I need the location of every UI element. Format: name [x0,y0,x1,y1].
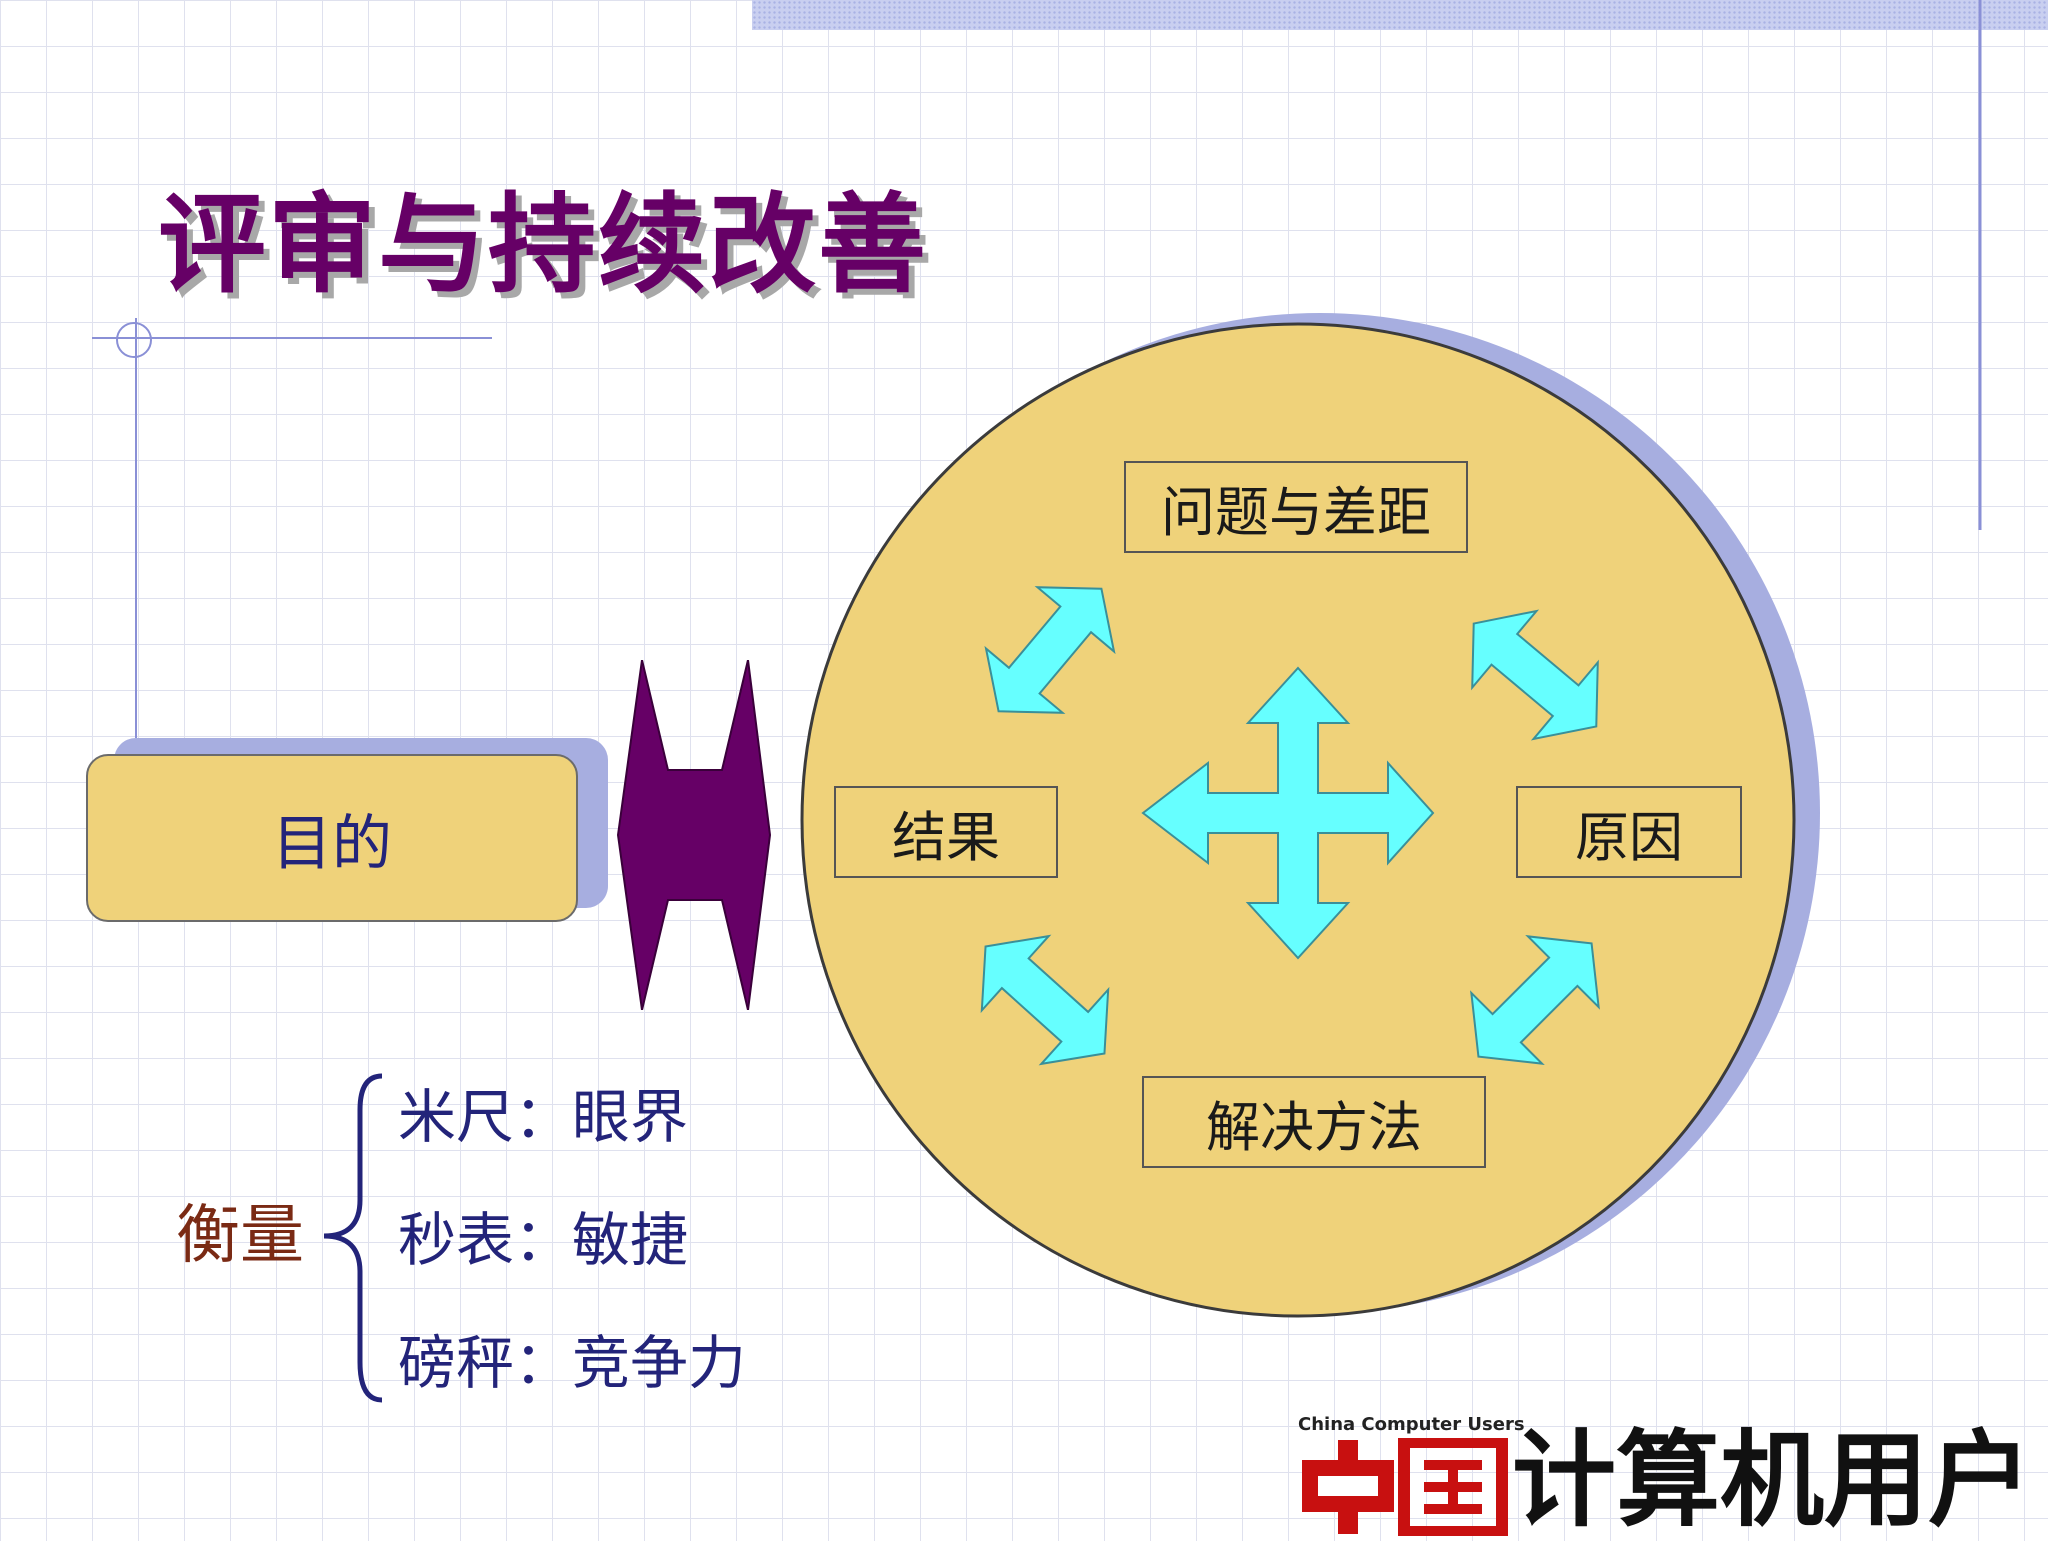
arrow-bottom-left [951,908,1139,1092]
measure-item-tool: 秒表： [398,1206,573,1274]
arrow-bottom-right [1442,907,1628,1093]
top-decorative-band [752,0,2048,30]
measure-item: 秒表：敏捷 [398,1203,688,1277]
logo-chinese-text: 计算机用户 [1512,1419,2033,1541]
four-way-arrow [1141,666,1435,960]
curly-brace [323,1073,383,1403]
logo-english-text: China Computer Users [1298,1414,1525,1435]
logo-mark [1302,1438,1508,1536]
cycle-label-bottom: 解决方法 [1142,1076,1486,1168]
cycle-label-right: 原因 [1516,786,1742,878]
cycle-label-left-text: 结果 [892,805,1000,869]
measure-item-tool: 米尺： [398,1083,573,1151]
purpose-cycle-double-arrow [616,660,772,1010]
measure-item: 米尺：眼界 [398,1080,688,1154]
measure-item-meaning: 竞争力 [572,1329,747,1397]
measure-item-meaning: 眼界 [572,1083,689,1151]
purpose-label: 目的 [272,808,392,879]
measure-item: 磅秤：竞争力 [398,1326,746,1400]
arrow-top-right [1440,584,1630,766]
cycle-label-bottom-text: 解决方法 [1206,1095,1422,1159]
cycle-label-top-text: 问题与差距 [1161,480,1431,544]
cycle-label-top: 问题与差距 [1124,461,1468,553]
cycle-label-left: 结果 [834,786,1058,878]
measure-item-tool: 磅秤： [398,1329,573,1397]
purpose-box: 目的 [86,754,578,922]
arrow-top-left [959,555,1141,745]
measure-label: 衡量 [176,1199,304,1273]
measure-item-meaning: 敏捷 [572,1206,689,1274]
cycle-label-right-text: 原因 [1575,805,1683,869]
page-title: 评审与持续改善 [158,182,929,308]
